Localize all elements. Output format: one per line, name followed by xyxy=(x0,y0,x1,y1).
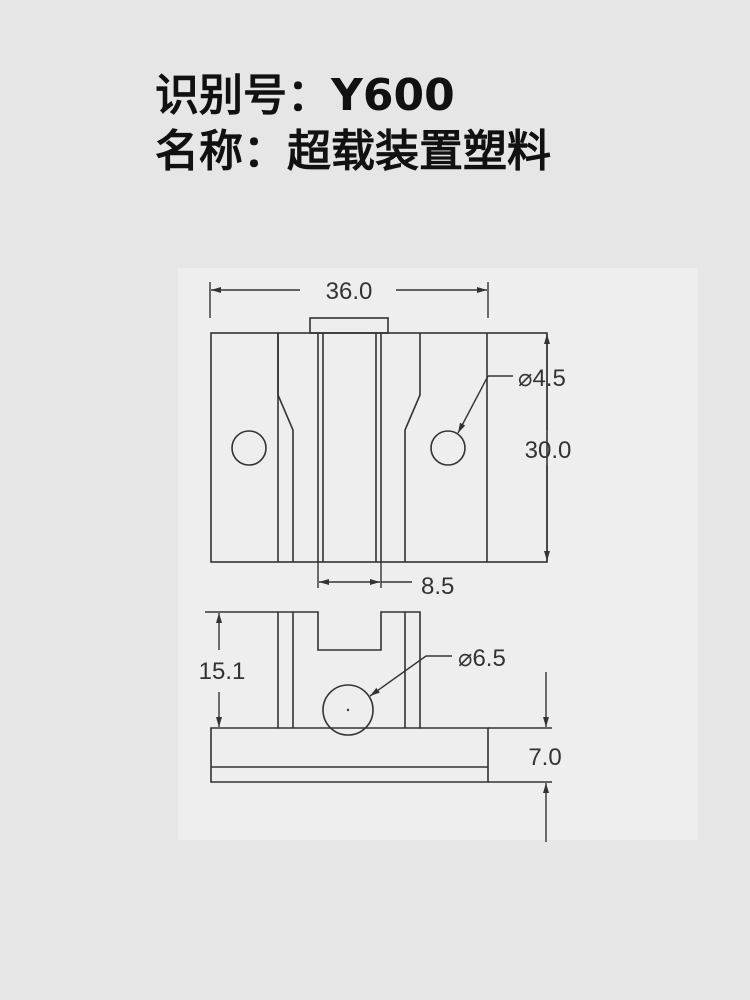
id-line: 识别号：Y600 xyxy=(155,68,551,124)
front-hole-center xyxy=(346,708,350,712)
dim-overall-width xyxy=(209,282,489,318)
top-view-left-profile xyxy=(277,333,294,562)
base-thickness-label: 7.0 xyxy=(528,744,561,771)
leader-top-hole xyxy=(457,375,513,434)
hole-diameter-top-label: ⌀4.5 xyxy=(518,365,566,392)
dim-base-thickness xyxy=(488,672,552,842)
slot-width-label: 8.5 xyxy=(421,573,454,600)
front-view-profile xyxy=(210,611,489,783)
front-hole xyxy=(322,684,374,736)
top-view-right-profile xyxy=(404,333,421,562)
top-hole-left xyxy=(231,430,267,466)
overall-width-label: 36.0 xyxy=(326,278,373,305)
front-view xyxy=(210,611,489,783)
dim-slot-width xyxy=(317,562,412,588)
name-value: 超载装置塑料 xyxy=(287,126,551,177)
top-view-tab xyxy=(309,317,389,334)
leader-front-hole xyxy=(369,655,452,697)
top-view-outline xyxy=(210,332,548,563)
top-hole-right xyxy=(430,430,466,466)
dim-side-height xyxy=(205,611,278,727)
drawing-panel xyxy=(178,268,698,840)
id-value: Y600 xyxy=(331,70,455,121)
top-view xyxy=(210,317,548,563)
id-label: 识别号： xyxy=(155,70,331,121)
name-line: 名称：超载装置塑料 xyxy=(155,124,551,180)
name-label: 名称： xyxy=(155,126,287,177)
overall-height-label: 30.0 xyxy=(525,437,572,464)
hole-diameter-bottom-label: ⌀6.5 xyxy=(458,645,506,672)
side-height-label: 15.1 xyxy=(199,658,246,685)
header: 识别号：Y600 名称：超载装置塑料 xyxy=(155,68,551,180)
